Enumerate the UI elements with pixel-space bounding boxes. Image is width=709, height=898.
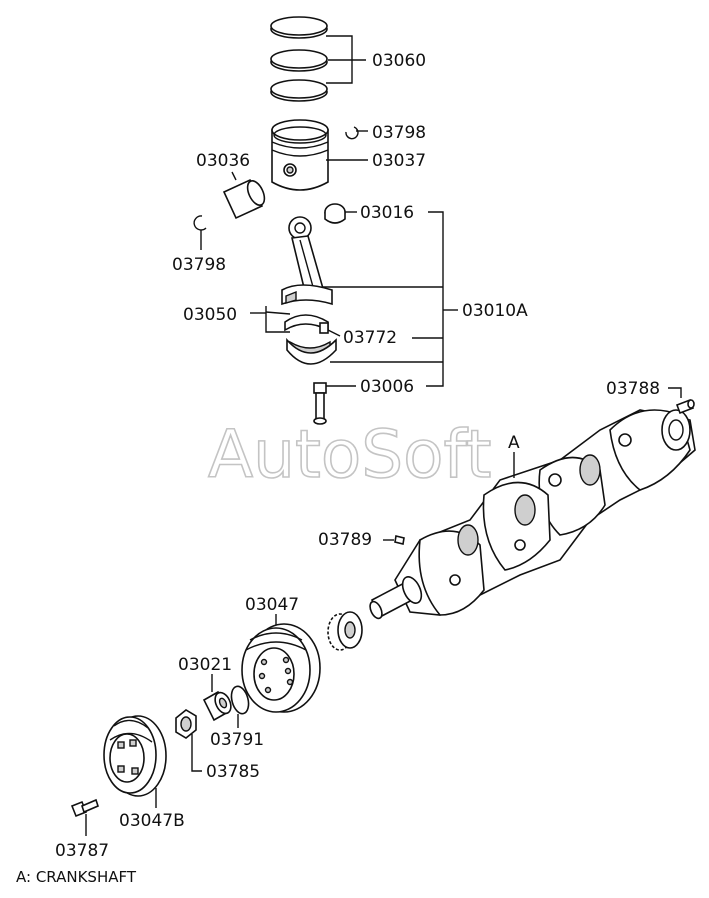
key-icon: [394, 535, 405, 545]
pin-icon: [675, 398, 695, 415]
callout-conrod-pin[interactable]: 03772: [343, 328, 397, 348]
callout-o-ring[interactable]: 03791: [210, 730, 264, 750]
nut-icon: [175, 709, 197, 739]
callout-pulley[interactable]: 03047B: [119, 811, 185, 831]
piston-pin-icon: [222, 178, 266, 220]
watermark-text: AutoSoft: [208, 416, 491, 493]
bolt-icon: [70, 798, 99, 818]
callout-small-end-bushing[interactable]: 03016: [360, 203, 414, 223]
leader-conrod-assembly: [322, 211, 458, 387]
callout-conrod-assembly[interactable]: 03010A: [462, 301, 528, 321]
callout-conrod-bolt[interactable]: 03006: [360, 377, 414, 397]
callout-piston[interactable]: 03037: [372, 151, 426, 171]
callout-snap-ring-top[interactable]: 03798: [372, 123, 426, 143]
snap-ring-icon: [193, 215, 207, 231]
gear-icon: [327, 611, 363, 651]
callout-bolt[interactable]: 03787: [55, 841, 109, 861]
callout-piston-pin[interactable]: 03036: [196, 151, 250, 171]
callout-snap-ring-left[interactable]: 03798: [172, 255, 226, 275]
pulley-icon: [241, 623, 321, 713]
bearing-icon: [324, 203, 346, 224]
pulley-icon: [103, 715, 167, 797]
piston-icon: [271, 119, 329, 191]
callout-crankshaft-pin[interactable]: 03788: [606, 379, 660, 399]
o-ring-icon: [230, 685, 250, 715]
snap-ring-icon: [345, 126, 359, 140]
callout-conrod-bearing[interactable]: 03050: [183, 305, 237, 325]
connecting-rod-cap-icon: [286, 337, 337, 365]
connecting-rod-icon: [281, 216, 333, 306]
bolt-icon: [313, 382, 327, 425]
callout-pulley-hub[interactable]: 03047: [245, 595, 299, 615]
callout-nut[interactable]: 03785: [206, 762, 260, 782]
crankshaft-icon: [369, 409, 696, 620]
piston-rings-icon: [270, 16, 328, 102]
bolt-icon: [319, 322, 329, 334]
callout-crankshaft-ref[interactable]: A: [508, 433, 520, 453]
callout-piston-rings[interactable]: 03060: [372, 51, 426, 71]
leader-piston-rings: [326, 35, 366, 84]
caption-crankshaft: A: CRANKSHAFT: [16, 868, 137, 886]
callout-key[interactable]: 03789: [318, 530, 372, 550]
callout-spacer[interactable]: 03021: [178, 655, 232, 675]
spacer-icon: [202, 690, 232, 722]
